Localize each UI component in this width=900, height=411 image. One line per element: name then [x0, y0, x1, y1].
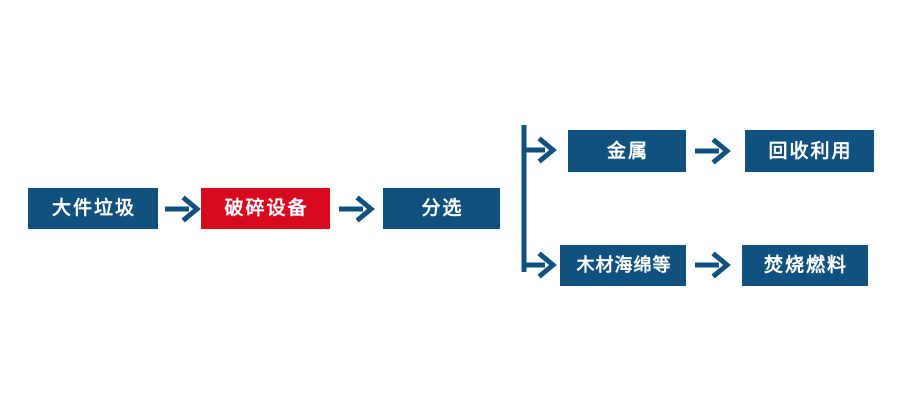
arrow-wood-to-incineration-fuel: [693, 251, 731, 279]
arrow-crusher-to-sorting: [337, 195, 375, 223]
node-metal[interactable]: 金属: [568, 130, 686, 172]
node-crushing-equipment[interactable]: 破碎设备: [201, 188, 330, 229]
node-wood-sponge-etc[interactable]: 木材海绵等: [560, 245, 686, 286]
node-recycling-reuse[interactable]: 回收利用: [745, 130, 874, 172]
node-sorting[interactable]: 分选: [383, 188, 500, 229]
arrow-metal-to-recycling: [693, 137, 731, 165]
branch-split-connector: [519, 120, 565, 280]
node-bulky-waste[interactable]: 大件垃圾: [28, 188, 158, 229]
arrow-bulky-waste-to-crusher: [163, 195, 201, 223]
node-incineration-fuel[interactable]: 焚烧燃料: [742, 245, 868, 286]
